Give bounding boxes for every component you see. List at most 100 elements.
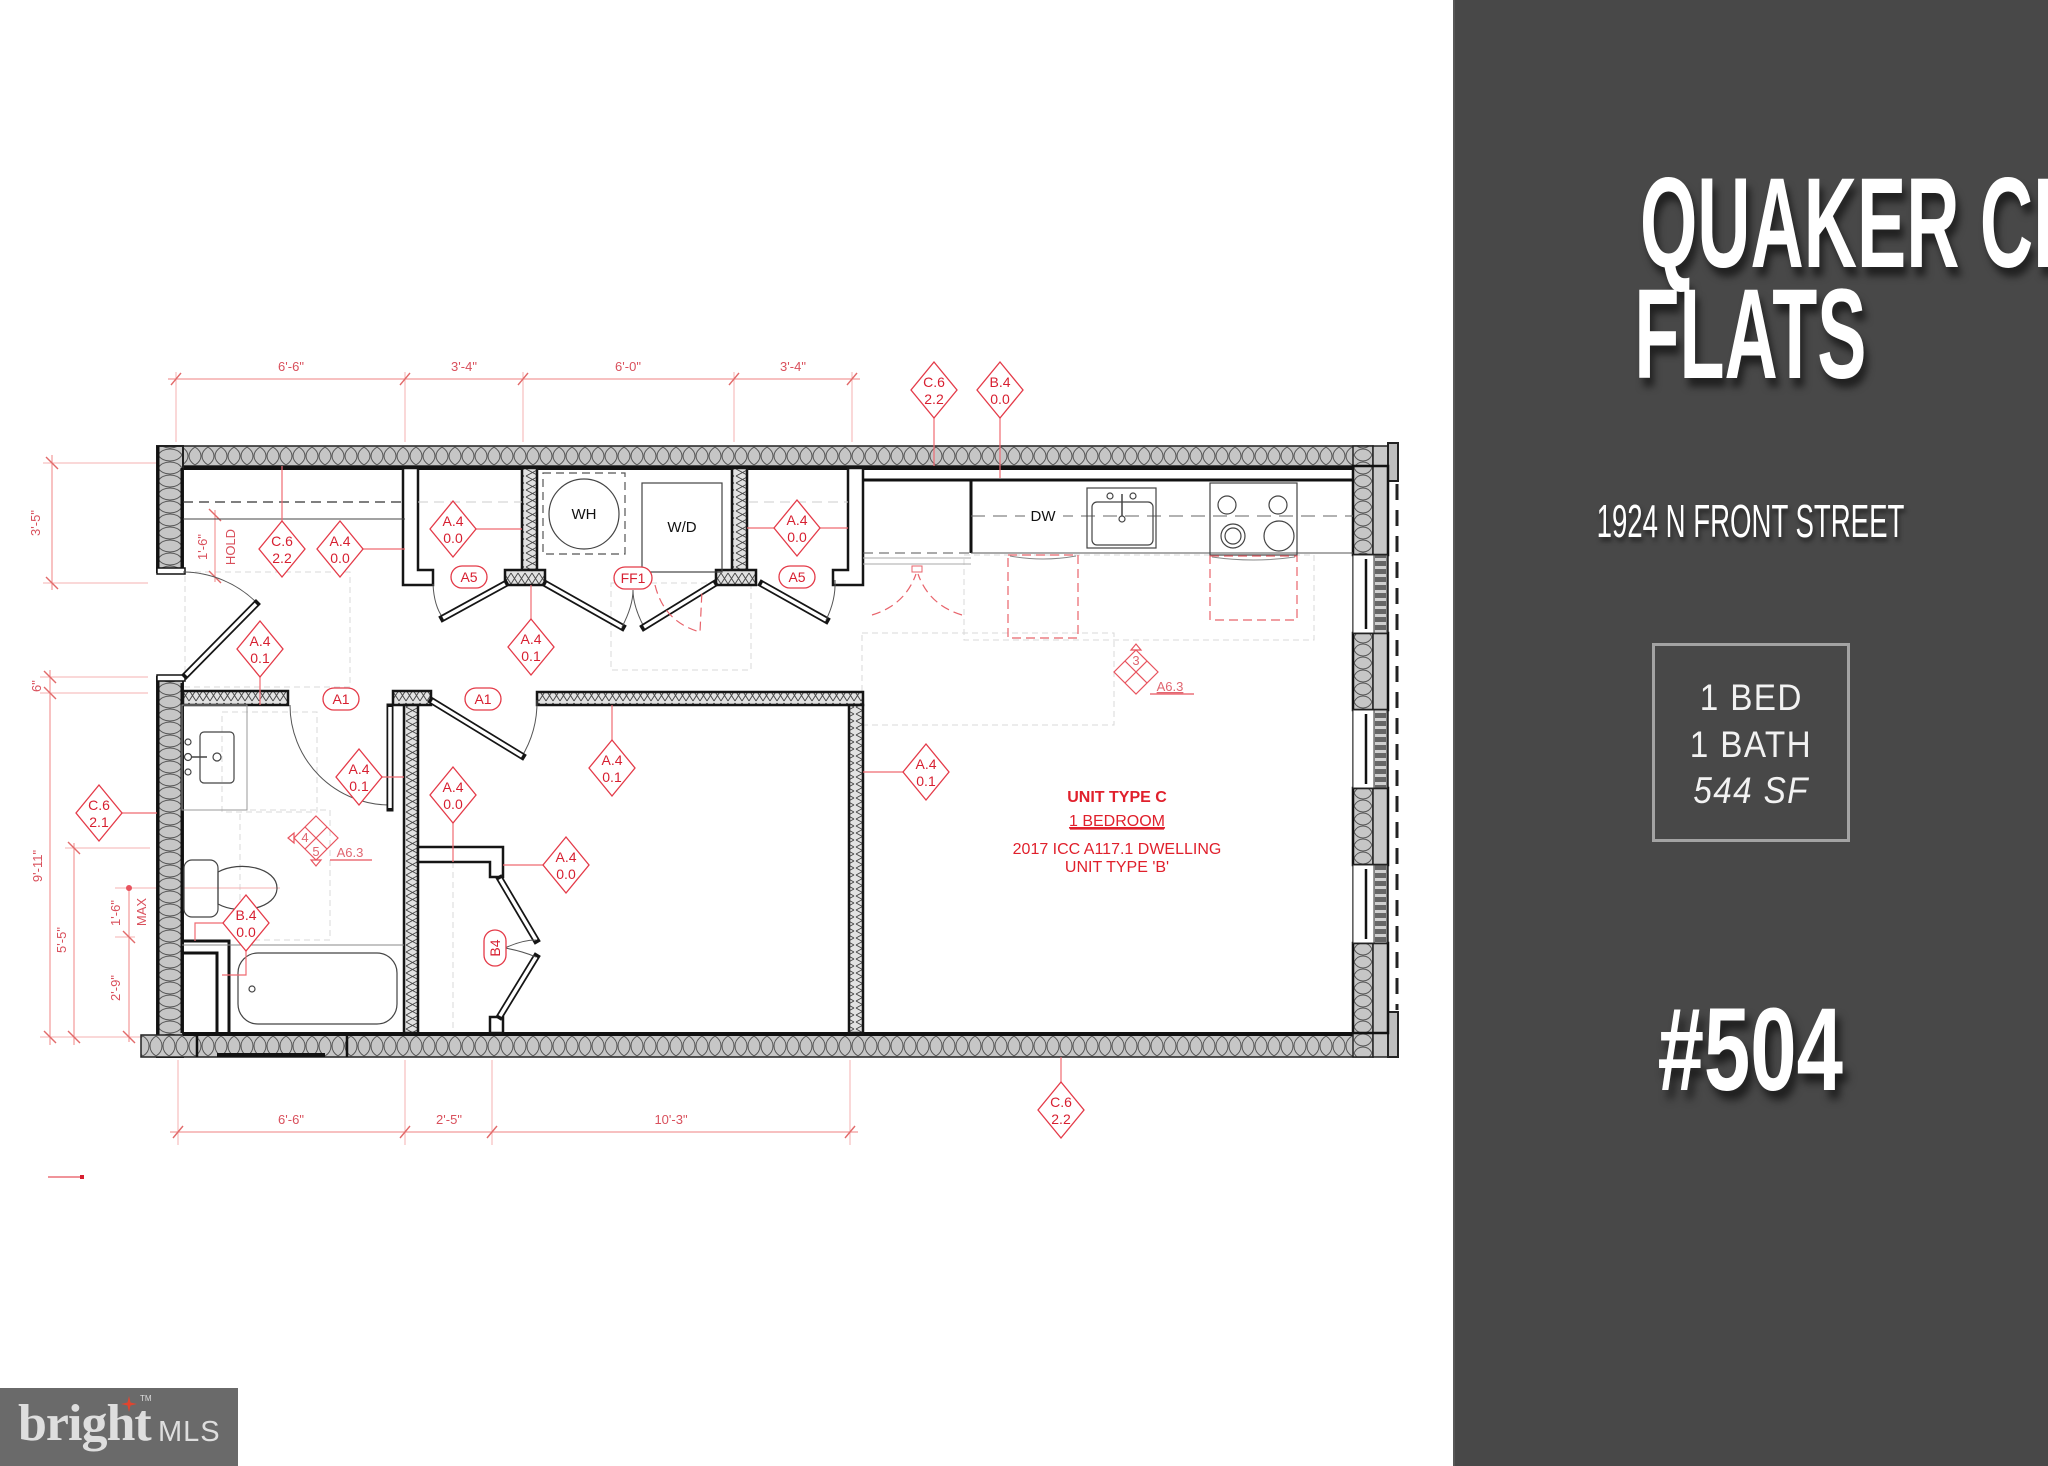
tag-code: A.4 bbox=[601, 752, 622, 768]
water-heater-label: WH bbox=[572, 506, 597, 523]
dimension-label: 3'-4" bbox=[780, 359, 806, 374]
entry-clearance-zone bbox=[184, 571, 351, 688]
bright-mls-logo: bright TM MLS bbox=[0, 1388, 238, 1466]
annotation-tag: A.40.0 bbox=[429, 765, 477, 825]
door-tag: B4 bbox=[483, 929, 507, 967]
tag-code: A.4 bbox=[520, 631, 541, 647]
square-footage: 544 SF bbox=[1693, 770, 1809, 811]
svg-text:4: 4 bbox=[301, 830, 308, 845]
tag-code: B.4 bbox=[989, 374, 1010, 390]
laundry-closet-doors bbox=[541, 579, 719, 633]
bath-bedroom-partition bbox=[402, 703, 420, 1035]
fixtures: WH W/D DW bbox=[181, 472, 1353, 1025]
dishwasher-clearance bbox=[1007, 554, 1079, 639]
dimension-label: MAX bbox=[134, 898, 149, 927]
annotation-tags: C.62.2 B.40.0 C.62.2 A.40.0 A.40.0 A.40.… bbox=[75, 360, 1085, 1140]
elevation-marker-kitchen: 3 A6.3 bbox=[1113, 643, 1194, 695]
bottom-exterior-wall bbox=[140, 1034, 1374, 1058]
annotation-tag: A.40.1 bbox=[588, 738, 636, 798]
bath-count: 1 BATH bbox=[1689, 724, 1813, 765]
svg-text:FF1: FF1 bbox=[621, 570, 646, 586]
bed-count: 1 BED bbox=[1699, 677, 1803, 718]
insulated-closet-wall bbox=[730, 466, 749, 572]
tag-value: 0.0 bbox=[787, 529, 807, 545]
tag-value: 0.0 bbox=[443, 530, 463, 546]
address: 1924 N FRONT STREET bbox=[1596, 495, 1905, 547]
insulated-closet-wall bbox=[520, 466, 539, 572]
entry-door bbox=[181, 571, 261, 680]
unit-number: #504 bbox=[1657, 984, 1844, 1116]
hall-closet-door bbox=[432, 579, 510, 623]
bottom-dimension-string: 6'-6" 2'-5" 10'-3" bbox=[170, 1060, 858, 1145]
bedroom-top-wall bbox=[535, 690, 865, 707]
door-tags: A5 FF1 A5 A1 A1 B4 bbox=[322, 565, 816, 967]
tag-code: C.6 bbox=[88, 797, 110, 813]
door-tag: A5 bbox=[450, 565, 488, 589]
dimension-label: 6'-6" bbox=[278, 359, 304, 374]
unit-summary-box: 1 BED 1 BATH 544 SF bbox=[1652, 643, 1850, 842]
tag-value: 2.2 bbox=[1051, 1111, 1071, 1127]
bedroom-closet-bifold bbox=[495, 874, 541, 1021]
dimension-label: 6" bbox=[29, 680, 44, 692]
clearance-zones bbox=[184, 554, 1315, 1033]
left-exterior-wall-lower bbox=[156, 676, 184, 1058]
tag-code: A.4 bbox=[249, 633, 270, 649]
tag-code: B.4 bbox=[235, 907, 256, 923]
svg-text:5: 5 bbox=[312, 844, 319, 859]
sparkle-icon bbox=[121, 1396, 137, 1412]
tag-code: A.4 bbox=[442, 779, 463, 795]
tag-value: 0.0 bbox=[443, 796, 463, 812]
logo-suffix: MLS bbox=[158, 1416, 221, 1448]
pantry-door-swing bbox=[871, 573, 963, 616]
bathroom bbox=[181, 704, 404, 1025]
door-jamb bbox=[156, 567, 186, 575]
left-dimension-strings: 3'-5" 6" 9'-11" 5'-5" 1'-6" MAX 2'-9" 1'… bbox=[28, 455, 280, 1179]
svg-text:A5: A5 bbox=[460, 569, 477, 585]
kitchen: DW bbox=[863, 478, 1353, 639]
tag-value: 2.1 bbox=[89, 814, 109, 830]
range bbox=[1209, 482, 1298, 621]
vanity-outline bbox=[181, 704, 248, 811]
bedroom-door bbox=[427, 696, 538, 761]
door-jamb bbox=[156, 674, 186, 682]
window bbox=[1352, 709, 1388, 789]
washer-dryer-label: W/D bbox=[667, 519, 696, 536]
unit-code-line-2: UNIT TYPE 'B' bbox=[1065, 859, 1169, 876]
building-name-line-1: QUAKER CITY bbox=[1639, 152, 2048, 295]
entry-closet-shelf bbox=[183, 501, 522, 520]
unit-label: UNIT TYPE C 1 BEDROOM 2017 ICC A117.1 DW… bbox=[1013, 789, 1222, 876]
svg-text:A5: A5 bbox=[788, 569, 805, 585]
bathroom-door bbox=[289, 703, 394, 812]
laundry-clearance-zone bbox=[610, 582, 752, 671]
kitchen-clearance-zone bbox=[861, 632, 1115, 726]
annotation-tag: A.40.1 bbox=[507, 617, 555, 677]
dimension-label: 2'-5" bbox=[436, 1112, 462, 1127]
door-tag: A1 bbox=[322, 687, 360, 711]
top-dimension-string: 6'-6" 3'-4" 6'-0" 3'-4" bbox=[168, 359, 860, 442]
trademark-mark: TM bbox=[140, 1394, 152, 1403]
tag-value: 0.0 bbox=[556, 866, 576, 882]
tub-end-wall bbox=[182, 939, 231, 1033]
tag-code: A.4 bbox=[786, 512, 807, 528]
interior-walls bbox=[181, 466, 865, 1035]
range-clearance bbox=[1209, 555, 1298, 621]
annotation-tag: A.40.0 bbox=[542, 835, 590, 895]
left-exterior-wall-upper bbox=[156, 445, 184, 573]
washer-dryer: W/D bbox=[641, 482, 723, 573]
tag-code: C.6 bbox=[271, 533, 293, 549]
closet-jamb bbox=[714, 568, 758, 587]
dimension-origin-dot bbox=[126, 885, 132, 891]
dimension-label: 6'-6" bbox=[278, 1112, 304, 1127]
closet-wall bbox=[831, 466, 865, 587]
door-tag: FF1 bbox=[613, 566, 653, 590]
dimension-label: 3'-4" bbox=[451, 359, 477, 374]
annotation-tag: C.62.1 bbox=[75, 783, 123, 843]
tag-value: 2.2 bbox=[924, 391, 944, 407]
annotation-tag: A.40.0 bbox=[429, 499, 477, 559]
doors bbox=[181, 571, 836, 1021]
window bbox=[1352, 554, 1388, 634]
closet-wall bbox=[401, 466, 435, 587]
svg-text:A1: A1 bbox=[474, 691, 491, 707]
tag-code: A.4 bbox=[329, 533, 350, 549]
door-swing-arc bbox=[182, 571, 258, 604]
